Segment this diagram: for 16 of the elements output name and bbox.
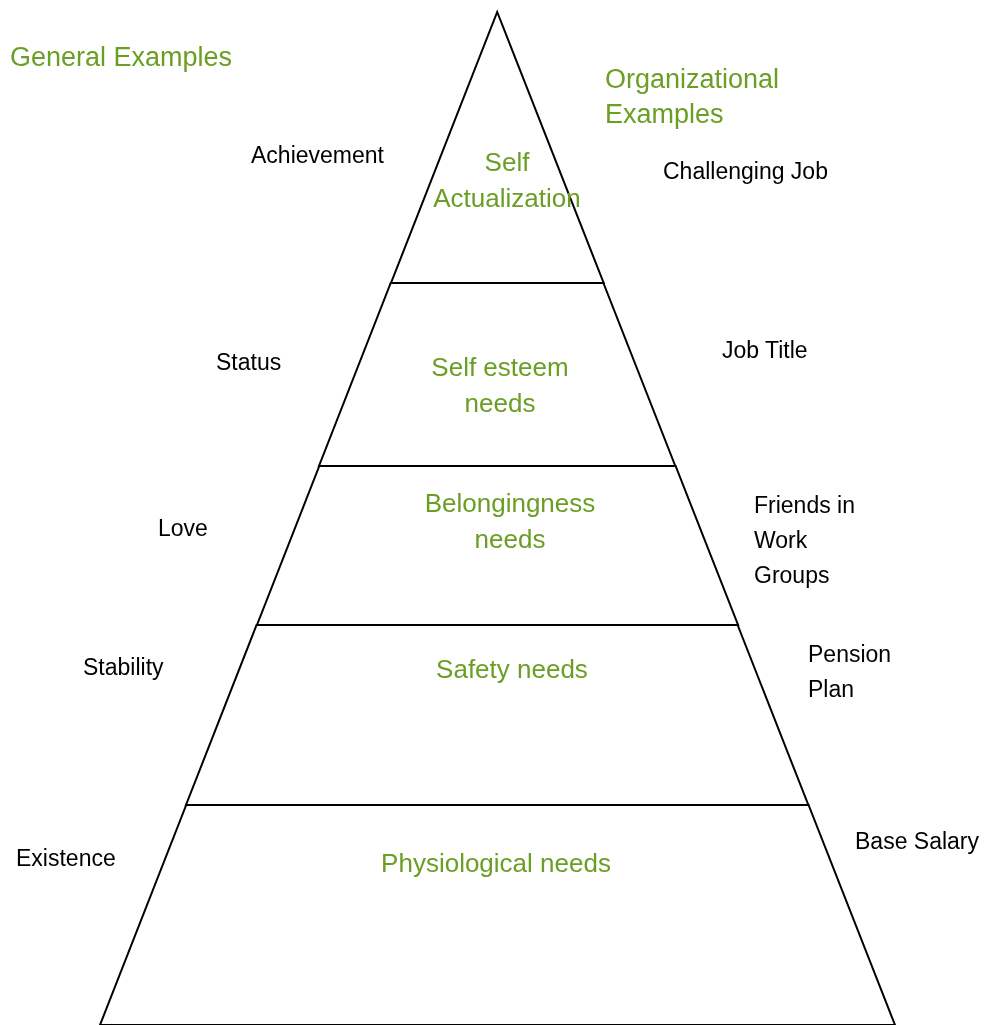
column-heading: Organizational Examples bbox=[605, 63, 781, 131]
example-label: Existence bbox=[16, 844, 117, 873]
level-label: Belongingness needs bbox=[423, 487, 597, 556]
example-label: Love bbox=[158, 514, 209, 543]
level-label: Self esteem needs bbox=[430, 351, 570, 420]
level-label: Physiological needs bbox=[380, 847, 612, 880]
example-label: Pension Plan bbox=[808, 640, 893, 704]
example-label: Base Salary bbox=[855, 827, 980, 856]
example-label: Achievement bbox=[251, 141, 385, 170]
example-label: Friends in Work Groups bbox=[754, 491, 856, 590]
example-label: Status bbox=[216, 348, 283, 377]
example-label: Stability bbox=[83, 653, 165, 682]
level-label: Safety needs bbox=[435, 653, 589, 686]
column-heading: General Examples bbox=[10, 41, 234, 74]
example-label: Job Title bbox=[722, 336, 809, 365]
example-label: Challenging Job bbox=[663, 157, 829, 186]
